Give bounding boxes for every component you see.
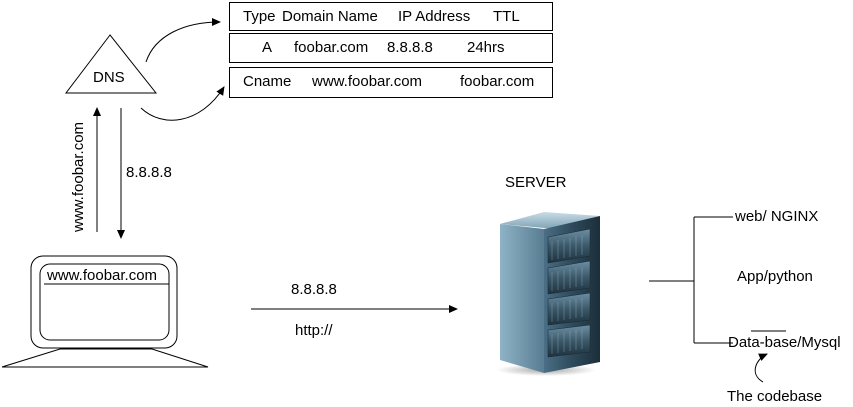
record-a-domain: foobar.com (294, 39, 369, 56)
dns-to-table-arrow-bottom (140, 86, 225, 121)
keyboard-base (1, 348, 209, 368)
query-label: www.foobar.com (70, 121, 87, 232)
header-ip-address: IP Address (398, 8, 471, 25)
dns-triangle-shape (64, 34, 158, 94)
computer-icon (1, 255, 209, 368)
server-title: SERVER (505, 174, 567, 191)
codebase-label: The codebase (727, 388, 823, 405)
record-a-type: A (262, 39, 273, 56)
component-app-label: App/python (737, 268, 813, 285)
connection-ip-label: 8.8.8.8 (291, 281, 337, 298)
dns-to-table-arrow-top (145, 18, 221, 63)
protocol-label: http:// (295, 322, 333, 339)
monitor-screen (39, 263, 170, 341)
record-a-ip: 8.8.8.8 (387, 39, 433, 56)
record-cname-type: Cname (243, 73, 292, 90)
drive-bays (547, 228, 591, 358)
server-rack-icon (496, 212, 600, 376)
dns-table-header-row: Type Domain Name IP Address TTL (229, 2, 553, 31)
browser-address-text: www.foobar.com (47, 267, 158, 284)
record-cname-domain: www.foobar.com (312, 73, 423, 90)
dns-record-cname-row: Cname www.foobar.com foobar.com (229, 67, 553, 98)
header-ttl: TTL (493, 8, 520, 25)
component-web-label: web/ NGINX (735, 208, 819, 225)
codebase-arrow (754, 353, 768, 383)
dns-label: DNS (93, 69, 125, 86)
component-bracket (649, 216, 733, 344)
record-a-ttl: 24hrs (467, 39, 505, 56)
response-label: 8.8.8.8 (126, 164, 172, 181)
header-type: Type (243, 8, 276, 25)
dns-record-a-row: A foobar.com 8.8.8.8 24hrs (229, 33, 553, 63)
record-cname-target: foobar.com (460, 73, 535, 90)
header-domain-name: Domain Name (282, 8, 378, 25)
component-database-label: Data-base/Mysql (728, 334, 841, 351)
